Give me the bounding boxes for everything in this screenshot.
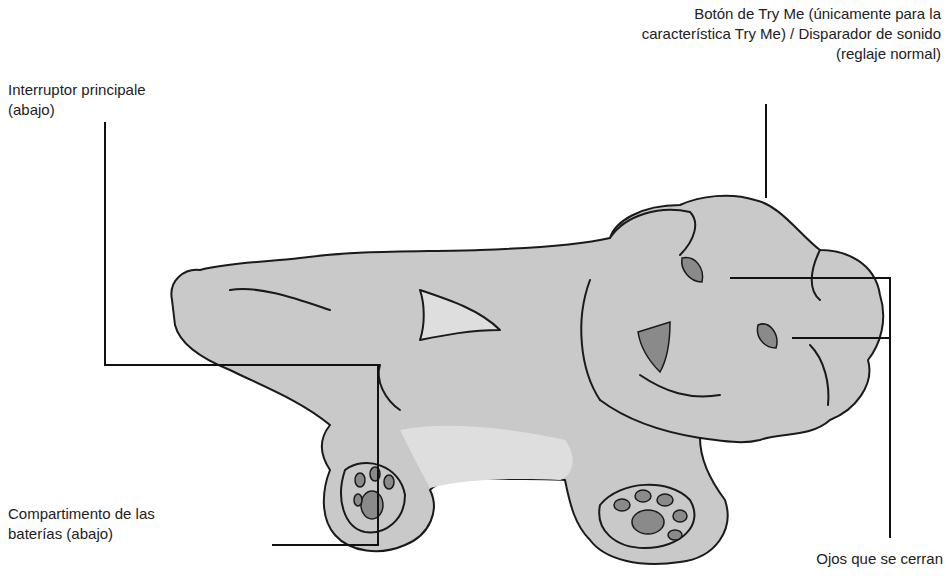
paw-toe xyxy=(384,475,394,489)
fur-line xyxy=(810,345,828,405)
paw-toe xyxy=(355,473,365,487)
fur-line xyxy=(600,400,700,438)
leader-line xyxy=(765,104,767,198)
paw-outline xyxy=(341,463,405,532)
paw-outline xyxy=(599,485,694,548)
part-label: Botón de Try Me (únicamente para la cara… xyxy=(611,4,941,64)
paw-toe xyxy=(668,530,682,540)
plush-dog-body xyxy=(171,196,883,564)
leader-line xyxy=(730,278,890,538)
leg-patch xyxy=(420,290,500,340)
ear xyxy=(610,210,695,255)
eye xyxy=(682,258,703,282)
paw-toe xyxy=(354,494,362,506)
paw-pad xyxy=(361,491,383,519)
paw-pad xyxy=(632,510,664,534)
leader-line xyxy=(792,337,890,339)
fur-line xyxy=(379,365,400,410)
paw-toe xyxy=(635,490,651,502)
fur-line xyxy=(230,289,330,310)
part-label: Compartimento de las baterías (abajo) xyxy=(8,504,160,544)
part-label: Ojos que se cerran xyxy=(773,549,943,569)
belly-patch xyxy=(400,426,573,488)
paw-toe xyxy=(657,494,673,506)
paw-toe xyxy=(614,499,630,511)
mouth-line xyxy=(640,375,720,396)
part-label: Interruptor principale (abajo) xyxy=(8,80,188,120)
fur-line xyxy=(812,250,820,300)
eye xyxy=(757,324,776,348)
nose xyxy=(638,322,670,372)
paw-toe xyxy=(673,510,687,522)
leader-line xyxy=(272,365,378,545)
fur-line xyxy=(581,280,600,400)
leader-line xyxy=(105,122,380,365)
